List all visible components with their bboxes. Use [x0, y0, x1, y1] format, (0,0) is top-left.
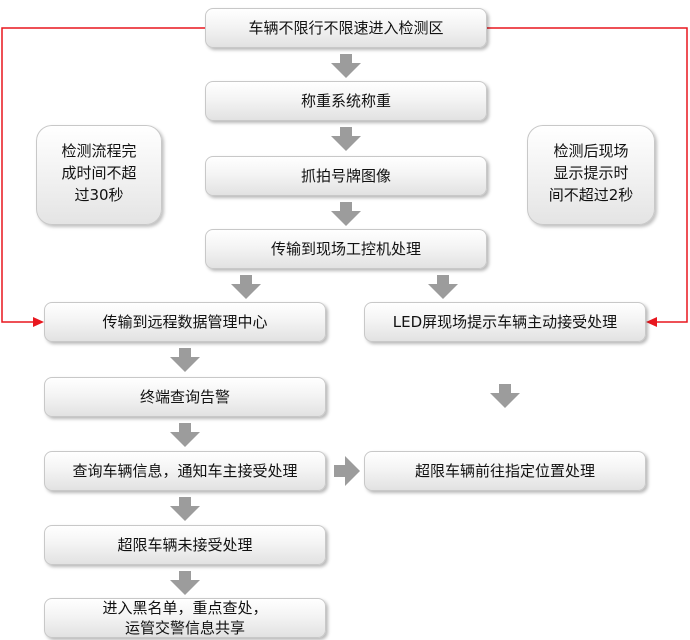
note-left-line2: 成时间不超: [61, 164, 137, 182]
step-transmit-local-label: 传输到现场工控机处理: [270, 240, 421, 258]
down-arrow-icon: [331, 127, 361, 151]
down-arrow-icon: [170, 423, 200, 447]
step-query-notify: 查询车辆信息，通知车主接受处理: [44, 451, 326, 491]
step-enter-label: 车辆不限行不限速进入检测区: [248, 19, 444, 37]
note-right-line3: 间不超过2秒: [548, 186, 634, 204]
left-connector-arrowhead: [33, 317, 44, 327]
step-transmit-remote-label: 传输到远程数据管理中心: [102, 313, 268, 331]
step-weighing-label: 称重系统称重: [300, 92, 391, 110]
step-blacklist: 进入黑名单，重点查处， 运管交警信息共享: [44, 598, 326, 638]
step-terminal-alert: 终端查询告警: [44, 377, 326, 417]
down-arrow-icon: [170, 571, 200, 595]
step-query-label: 查询车辆信息，通知车主接受处理: [72, 462, 298, 480]
note-process-time: 检测流程完 成时间不超 过30秒: [36, 125, 162, 225]
note-display-time: 检测后现场 显示提示时 间不超过2秒: [527, 125, 655, 225]
left-connector-line: [1, 27, 205, 323]
down-arrow-icon: [331, 202, 361, 226]
down-arrow-icon: [428, 275, 458, 299]
step-enter-detection-zone: 车辆不限行不限速进入检测区: [205, 8, 487, 48]
down-arrow-icon: [331, 54, 361, 78]
step-go-designated-label: 超限车辆前往指定位置处理: [414, 462, 595, 480]
step-blacklist-line1: 进入黑名单，重点查处，: [102, 599, 268, 617]
down-arrow-icon: [170, 348, 200, 372]
step-terminal-label: 终端查询告警: [139, 388, 230, 406]
note-left-line1: 检测流程完: [61, 142, 137, 160]
step-blacklist-line2: 运管交警信息共享: [124, 619, 245, 637]
note-left-line3: 过30秒: [74, 186, 124, 204]
step-capture-label: 抓拍号牌图像: [300, 167, 391, 185]
step-capture-plate: 抓拍号牌图像: [205, 156, 487, 196]
right-connector-line: [487, 27, 688, 323]
step-led-prompt: LED屏现场提示车辆主动接受处理: [364, 302, 646, 342]
note-right-line1: 检测后现场: [553, 142, 629, 160]
note-right-line2: 显示提示时: [553, 164, 629, 182]
step-transmit-local: 传输到现场工控机处理: [205, 229, 487, 269]
step-transmit-remote: 传输到远程数据管理中心: [44, 302, 326, 342]
step-not-accepted: 超限车辆未接受处理: [44, 525, 326, 565]
step-not-accepted-label: 超限车辆未接受处理: [117, 536, 253, 554]
step-weighing: 称重系统称重: [205, 81, 487, 121]
step-led-label: LED屏现场提示车辆主动接受处理: [392, 313, 618, 331]
step-go-designated: 超限车辆前往指定位置处理: [364, 451, 646, 491]
down-arrow-icon: [231, 275, 261, 299]
down-arrow-icon: [490, 384, 520, 408]
down-arrow-icon: [170, 497, 200, 521]
right-arrow-icon: [334, 456, 360, 486]
right-connector-arrowhead: [646, 317, 657, 327]
